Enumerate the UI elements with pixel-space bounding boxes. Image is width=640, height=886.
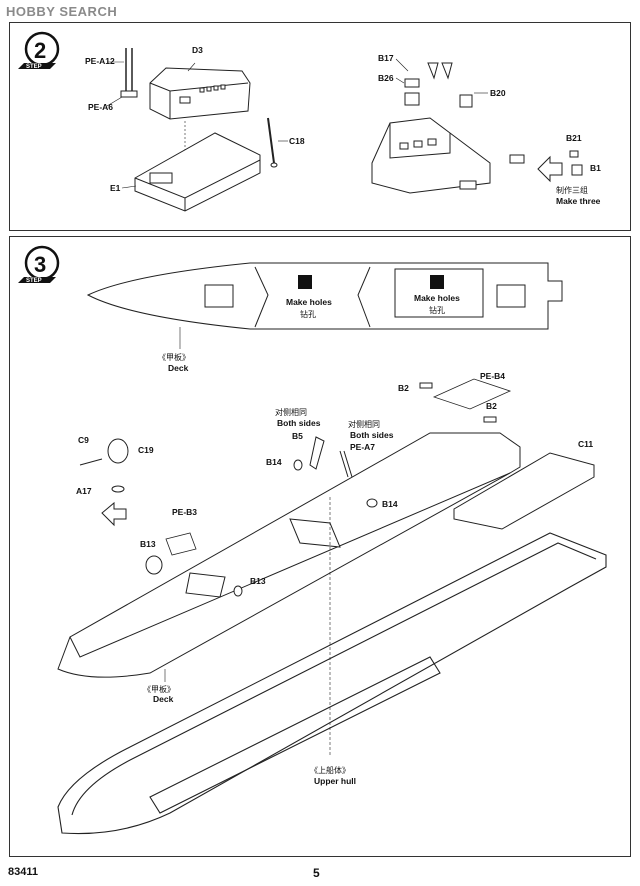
direction-arrow (537, 155, 563, 183)
step-2-badge: 2 STEP (18, 31, 60, 70)
upper-hull-en: Upper hull (314, 776, 356, 786)
e1-deck-base (134, 132, 261, 212)
make-three-en: Make three (556, 196, 601, 206)
step-2-word: STEP (26, 64, 42, 70)
make-holes-right: Make holes 钻孔 (414, 275, 460, 315)
label-pe-a6: PE-A6 (88, 102, 113, 112)
label-pe-b4: PE-B4 (480, 371, 505, 381)
both-sides-en-1: Both sides (277, 418, 321, 428)
page-number: 5 (313, 866, 320, 880)
step-3-badge: 3 STEP (18, 245, 60, 284)
d3-superstructure (149, 67, 251, 120)
label-pe-b3: PE-B3 (172, 507, 197, 517)
label-e1: E1 (110, 183, 121, 193)
both-sides-zh-1: 对侧相同 (275, 407, 307, 417)
step-3-panel: 3 STEP Make holes 钻孔 Make holes 钻孔 《甲板》 … (9, 236, 631, 857)
direction-arrow-left (101, 501, 127, 527)
both-sides-en-2: Both sides (350, 430, 394, 440)
label-b17: B17 (378, 53, 394, 63)
upper-hull (57, 532, 607, 835)
make-holes-right-zh: 钻孔 (429, 305, 445, 315)
c11-platform (453, 452, 595, 530)
step-3-number: 3 (34, 252, 46, 277)
both-sides-zh-2: 对侧相同 (348, 419, 380, 429)
label-c11: C11 (578, 439, 593, 449)
make-holes-left: Make holes 钻孔 (286, 275, 332, 319)
b21-b1-parts (569, 150, 583, 176)
label-b2-mid: B2 (486, 401, 497, 411)
step-2-number: 2 (34, 38, 46, 63)
step-2-diagram: 2 STEP PE-A12 PE-A6 D3 E1 C18 (18, 31, 601, 212)
b13-left-part (145, 555, 163, 575)
pe-a12-rods (120, 48, 138, 98)
step-3-diagram: 3 STEP Make holes 钻孔 Make holes 钻孔 《甲板》 … (18, 245, 607, 835)
label-b1: B1 (590, 163, 601, 173)
deck-bottom-en: Deck (153, 694, 174, 704)
label-b21: B21 (566, 133, 582, 143)
b14-left-part (293, 459, 303, 471)
c9-c19-a17-parts (79, 438, 129, 493)
b13-right-part (233, 585, 243, 597)
b5-pe-a7-parts (309, 436, 353, 478)
label-c18: C18 (289, 136, 305, 146)
upper-hull-zh: 《上船体》 (310, 765, 350, 775)
deck-plan-view (86, 262, 563, 330)
step-3-word: STEP (26, 278, 42, 284)
label-b2-top: B2 (398, 383, 409, 393)
deck-top-en: Deck (168, 363, 189, 373)
make-three-zh: 制作三组 (556, 185, 588, 195)
label-b14-right: B14 (382, 499, 398, 509)
label-b5: B5 (292, 431, 303, 441)
b14-right-part (366, 498, 378, 508)
label-pe-a7: PE-A7 (350, 442, 375, 452)
step-2-panel: 2 STEP PE-A12 PE-A6 D3 E1 C18 (9, 22, 631, 231)
label-b14-left: B14 (266, 457, 282, 467)
pe-b3-grid (165, 532, 197, 556)
deck-angled (57, 432, 521, 678)
label-a17: A17 (76, 486, 92, 496)
label-c19: C19 (138, 445, 154, 455)
label-b26: B26 (378, 73, 394, 83)
make-holes-left-zh: 钻孔 (300, 309, 316, 319)
label-b13-right: B13 (250, 576, 266, 586)
deck-bottom-zh: 《甲板》 (143, 684, 175, 694)
label-b20: B20 (490, 88, 506, 98)
label-d3: D3 (192, 45, 203, 55)
c18-antenna (267, 117, 278, 168)
label-pe-a12: PE-A12 (85, 56, 115, 66)
deck-top-zh: 《甲板》 (158, 352, 190, 362)
pe-b4-grid (432, 378, 512, 410)
label-c9: C9 (78, 435, 89, 445)
make-holes-right-en: Make holes (414, 293, 460, 303)
product-code: 83411 (8, 866, 38, 878)
assembled-superstructure (371, 62, 525, 194)
watermark: HOBBY SEARCH (6, 4, 118, 19)
label-b13-left: B13 (140, 539, 156, 549)
make-holes-left-en: Make holes (286, 297, 332, 307)
